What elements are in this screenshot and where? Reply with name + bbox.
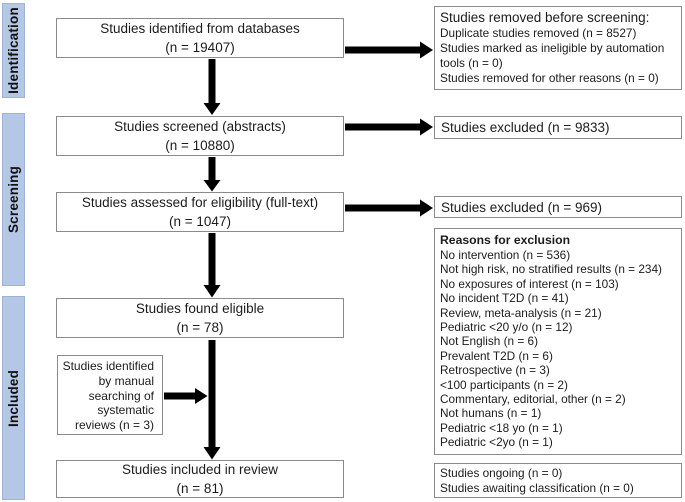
stage-identification: Identification bbox=[2, 3, 25, 98]
exclusion-reason-item: Not English (n = 6) bbox=[440, 334, 539, 349]
arrow-assessed-to-eligible bbox=[203, 233, 221, 298]
box-studies-eligible-title: Studies found eligible bbox=[135, 301, 265, 316]
box-studies-assessed-count: (n = 1047) bbox=[169, 214, 231, 229]
box-studies-screened: Studies screened (abstracts) (n = 10880) bbox=[56, 116, 344, 156]
box-studies-eligible: Studies found eligible (n = 78) bbox=[56, 298, 344, 338]
exclusion-reason-item: Retrospective (n = 3) bbox=[440, 363, 550, 378]
removed-reason-item: Duplicate studies removed (n = 8527) bbox=[440, 26, 637, 40]
box-studies-included-count: (n = 81) bbox=[176, 481, 224, 496]
box-studies-eligible-count: (n = 78) bbox=[176, 320, 224, 335]
box-excluded-fulltext: Studies excluded (n = 969) bbox=[434, 196, 682, 218]
exclusion-reason-item: Pediatric <18 yo (n = 1) bbox=[440, 420, 563, 435]
stage-screening: Screening bbox=[2, 113, 25, 286]
exclusion-reason-item: Prevalent T2D (n = 6) bbox=[440, 348, 553, 363]
box-excluded-fulltext-label: Studies excluded (n = 969) bbox=[441, 199, 602, 215]
box-studies-screened-count: (n = 10880) bbox=[165, 138, 235, 153]
exclusion-reason-item: No incident T2D (n = 41) bbox=[440, 291, 569, 306]
exclusion-reason-item: Not humans (n = 1) bbox=[440, 406, 542, 421]
arrow-manual-to-included bbox=[164, 388, 208, 404]
box-reasons-title: Reasons for exclusion bbox=[440, 233, 571, 247]
exclusion-reason-item: Pediatric <20 y/o (n = 12) bbox=[440, 320, 573, 335]
ongoing-item: Studies ongoing (n = 0) bbox=[440, 466, 563, 480]
stage-screening-label: Screening bbox=[6, 165, 22, 234]
exclusion-reason-item: Not high risk, no stratified results (n … bbox=[440, 262, 662, 277]
box-studies-identified-title: Studies identified from databases bbox=[100, 21, 300, 36]
box-reasons-for-exclusion: Reasons for exclusion No intervention (n… bbox=[434, 228, 682, 455]
stage-included: Included bbox=[2, 296, 25, 500]
box-studies-screened-title: Studies screened (abstracts) bbox=[114, 119, 286, 134]
box-reasons-items: No intervention (n = 536)Not high risk, … bbox=[440, 248, 677, 450]
arrow-identified-to-screened bbox=[203, 59, 221, 115]
box-studies-included: Studies included in review (n = 81) bbox=[56, 460, 344, 498]
box-manual-search-line: systematic bbox=[97, 403, 154, 418]
exclusion-reason-item: No intervention (n = 536) bbox=[440, 248, 571, 262]
arrow-assessed-to-excluded bbox=[345, 199, 433, 217]
exclusion-reason-item: <100 participants (n = 2) bbox=[440, 377, 568, 392]
arrow-screened-to-excluded bbox=[345, 118, 433, 136]
box-studies-identified: Studies identified from databases (n = 1… bbox=[56, 18, 344, 58]
arrow-identified-to-removed bbox=[345, 41, 433, 59]
box-studies-assessed-title: Studies assessed for eligibility (full-t… bbox=[81, 195, 319, 210]
removed-reason-item: Studies marked as ineligible by automati… bbox=[440, 41, 665, 70]
arrow-eligible-to-included bbox=[203, 340, 221, 460]
exclusion-reason-item: Pediatric <2yo (n = 1) bbox=[440, 435, 553, 450]
box-studies-included-title: Studies included in review bbox=[121, 462, 279, 477]
stage-identification-label: Identification bbox=[6, 7, 21, 94]
removed-reason-item: Studies removed for other reasons (n = 0… bbox=[440, 71, 659, 85]
stage-included-label: Included bbox=[6, 369, 22, 427]
box-manual-search-line: Studies identified bbox=[62, 359, 154, 373]
box-removed-before-screening-items: Duplicate studies removed (n = 8527)Stud… bbox=[440, 26, 677, 86]
exclusion-reason-item: Commentary, editorial, other (n = 2) bbox=[440, 392, 626, 407]
box-studies-ongoing: Studies ongoing (n = 0)Studies awaiting … bbox=[434, 463, 682, 498]
box-removed-before-screening: Studies removed before screening: Duplic… bbox=[434, 6, 682, 90]
box-manual-search-line: searching of bbox=[88, 388, 154, 403]
box-excluded-abstracts-label: Studies excluded (n = 9833) bbox=[441, 120, 610, 135]
box-studies-identified-count: (n = 19407) bbox=[165, 40, 235, 55]
box-studies-assessed: Studies assessed for eligibility (full-t… bbox=[56, 192, 344, 232]
exclusion-reason-item: Review, meta-analysis (n = 21) bbox=[440, 305, 602, 320]
box-manual-search-line: reviews (n = 3) bbox=[74, 418, 154, 433]
arrow-screened-to-assessed bbox=[203, 157, 221, 192]
exclusion-reason-item: No exposures of interest (n = 103) bbox=[440, 276, 619, 291]
ongoing-item: Studies awaiting classification (n = 0) bbox=[440, 481, 634, 495]
box-manual-search-line: by manual bbox=[98, 373, 154, 388]
box-excluded-abstracts: Studies excluded (n = 9833) bbox=[434, 116, 682, 139]
box-removed-before-screening-title: Studies removed before screening: bbox=[440, 10, 650, 25]
